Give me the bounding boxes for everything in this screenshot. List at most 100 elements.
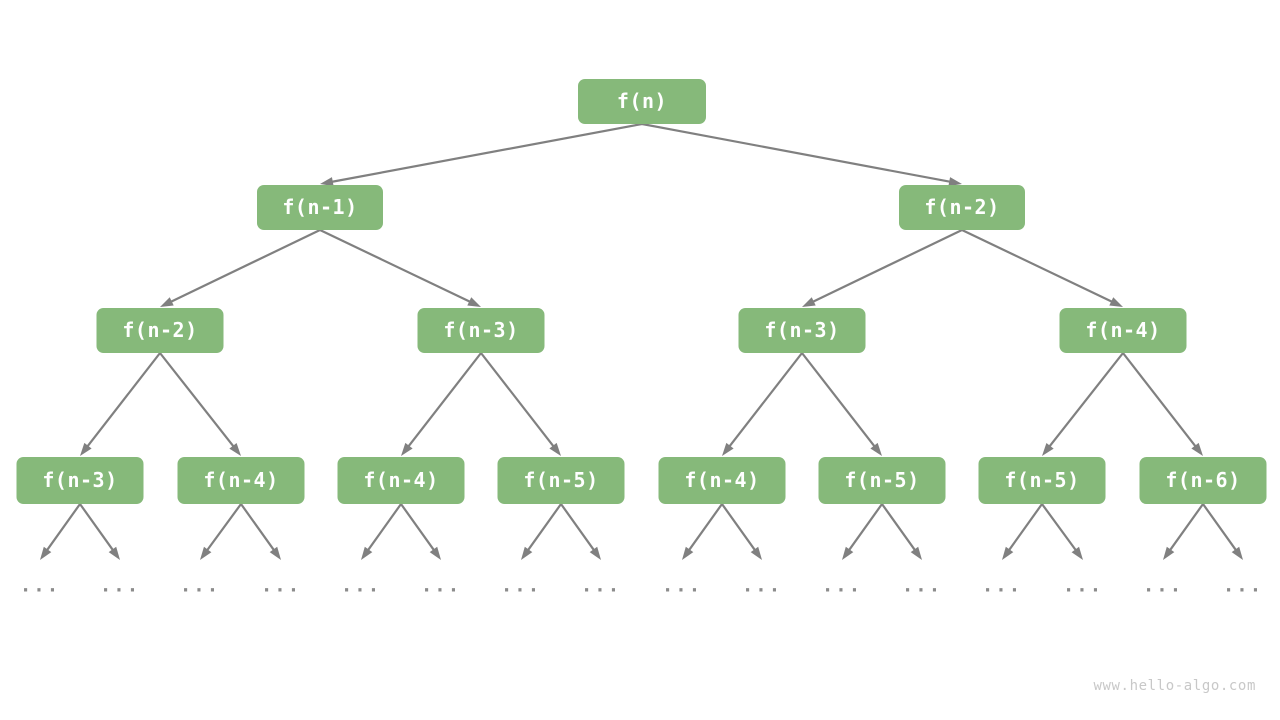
edge-n12-to-ellipsis-11	[881, 503, 922, 560]
tree-node-n7[interactable]: f(n-3)	[16, 457, 144, 504]
edge-arrowhead	[200, 546, 212, 560]
edge-n3-to-n7	[80, 352, 161, 456]
ellipsis-marker: ...	[180, 575, 220, 597]
node-box[interactable]	[337, 457, 465, 504]
edge-arrowhead	[722, 442, 734, 456]
ellipsis-marker: ...	[421, 575, 461, 597]
node-box[interactable]	[738, 308, 866, 353]
edge-line	[480, 352, 556, 448]
edge-line	[45, 503, 81, 552]
edge-n5-to-n12	[801, 352, 882, 456]
edge-line	[240, 503, 276, 552]
edge-n6-to-n13	[1042, 352, 1124, 456]
node-label: f(n-2)	[924, 195, 999, 219]
ellipsis-marker: ...	[1063, 575, 1103, 597]
node-box[interactable]	[497, 457, 625, 504]
node-box[interactable]	[177, 457, 305, 504]
edge-n9-to-ellipsis-4	[361, 503, 402, 560]
tree-node-n10[interactable]: f(n-5)	[497, 457, 625, 504]
edge-n12-to-ellipsis-10	[842, 503, 883, 560]
edge-arrowhead	[1191, 442, 1203, 456]
node-box[interactable]	[1059, 308, 1187, 353]
edge-n4-to-n9	[401, 352, 482, 456]
edge-n5-to-n11	[722, 352, 803, 456]
tree-node-n6[interactable]: f(n-4)	[1059, 308, 1187, 353]
node-box[interactable]	[16, 457, 144, 504]
node-box[interactable]	[257, 185, 383, 230]
node-box[interactable]	[96, 308, 224, 353]
ellipsis-marker: ...	[20, 575, 60, 597]
edge-line	[400, 503, 436, 552]
edge-arrowhead	[1002, 546, 1014, 560]
edge-n8-to-ellipsis-3	[240, 503, 281, 560]
edge-n13-to-ellipsis-13	[1041, 503, 1083, 560]
tree-node-n1[interactable]: f(n-1)	[257, 185, 383, 230]
edge-arrowhead	[1071, 546, 1083, 560]
tree-node-n13[interactable]: f(n-5)	[978, 457, 1106, 504]
edge-line	[159, 352, 236, 449]
node-label: f(n-5)	[844, 468, 919, 492]
node-label: f(n-4)	[363, 468, 438, 492]
edge-line	[85, 352, 161, 448]
node-box[interactable]	[658, 457, 786, 504]
tree-node-n3[interactable]: f(n-2)	[96, 308, 224, 353]
edge-n1-to-n4	[319, 229, 481, 307]
nodes-layer: f(n) f(n-1) f(n-2) f(n-2) f(n-3) f(n-3) f(n-4)…	[16, 79, 1267, 504]
edge-arrowhead	[401, 442, 413, 456]
edge-line	[560, 503, 596, 552]
node-box[interactable]	[818, 457, 946, 504]
edge-arrowhead	[549, 442, 561, 456]
node-label: f(n-4)	[684, 468, 759, 492]
edge-n11-to-ellipsis-9	[721, 503, 762, 560]
edge-line	[366, 503, 402, 552]
edge-n0-to-n2	[641, 122, 962, 187]
edge-n11-to-ellipsis-8	[682, 503, 723, 560]
node-box[interactable]	[899, 185, 1025, 230]
tree-node-n5[interactable]: f(n-3)	[738, 308, 866, 353]
edge-arrowhead	[750, 546, 762, 560]
node-label: f(n-4)	[1085, 318, 1160, 342]
node-box[interactable]	[578, 79, 706, 124]
edge-line	[330, 122, 643, 184]
ellipsis-marker: ...	[261, 575, 301, 597]
edge-arrowhead	[910, 546, 922, 560]
edge-line	[687, 503, 723, 552]
edge-line	[811, 229, 963, 304]
node-label: f(n-2)	[122, 318, 197, 342]
tree-node-n14[interactable]: f(n-6)	[1139, 457, 1267, 504]
edge-arrowhead	[1163, 546, 1175, 560]
edge-line	[721, 503, 757, 552]
edge-line	[801, 352, 877, 448]
edge-n4-to-n10	[480, 352, 561, 456]
edge-n0-to-n1	[320, 122, 643, 187]
node-box[interactable]	[978, 457, 1106, 504]
edge-arrowhead	[229, 442, 241, 456]
tree-node-n0[interactable]: f(n)	[578, 79, 706, 124]
tree-node-n2[interactable]: f(n-2)	[899, 185, 1025, 230]
edge-arrowhead	[467, 297, 481, 307]
ellipsis-marker: ...	[902, 575, 942, 597]
tree-node-n12[interactable]: f(n-5)	[818, 457, 946, 504]
edge-line	[1122, 352, 1198, 448]
edge-line	[319, 229, 472, 304]
ellipsis-marker: ...	[341, 575, 381, 597]
edge-n10-to-ellipsis-7	[560, 503, 601, 560]
edge-arrowhead	[682, 546, 694, 560]
node-box[interactable]	[417, 308, 545, 353]
node-label: f(n-5)	[1004, 468, 1079, 492]
tree-node-n11[interactable]: f(n-4)	[658, 457, 786, 504]
edge-arrowhead	[870, 442, 882, 456]
edge-line	[1047, 352, 1124, 449]
tree-node-n8[interactable]: f(n-4)	[177, 457, 305, 504]
edge-arrowhead	[429, 546, 441, 560]
node-box[interactable]	[1139, 457, 1267, 504]
tree-node-n4[interactable]: f(n-3)	[417, 308, 545, 353]
node-label: f(n-3)	[764, 318, 839, 342]
edge-n7-to-ellipsis-0	[40, 503, 81, 560]
edge-line	[1007, 503, 1043, 552]
tree-node-n9[interactable]: f(n-4)	[337, 457, 465, 504]
edge-arrowhead	[842, 546, 854, 560]
edge-arrowhead	[160, 297, 174, 307]
edge-n3-to-n8	[159, 352, 241, 456]
